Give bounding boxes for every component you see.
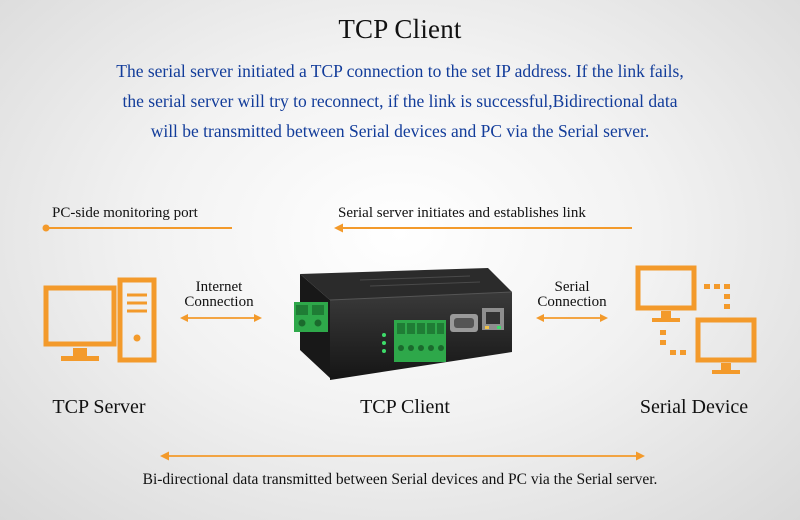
page-title: TCP Client [338, 14, 462, 44]
serial-connection-line-2: Connection [537, 294, 607, 310]
tcp-client-label: TCP Client [360, 396, 450, 418]
serial-device-label: Serial Device [639, 396, 749, 418]
description-line-1: The serial server initiated a TCP connec… [116, 61, 684, 81]
description-line-2: the serial server will try to reconnect,… [122, 91, 678, 111]
internet-connection-label: Internet Connection [170, 280, 268, 310]
serial-device-monitors-icon [635, 265, 757, 374]
serial-connection-arrow [536, 314, 608, 322]
serial-server-device-icon [294, 268, 513, 380]
serial-connection-line-1: Serial [554, 279, 590, 295]
internet-connection-line-2: Connection [184, 294, 254, 310]
pc-port-label: PC-side monitoring port [52, 205, 198, 221]
bottom-caption: Bi-directional data transmitted between … [142, 471, 658, 488]
serial-connection-label: Serial Connection [525, 280, 619, 310]
pc-tower-icon [43, 277, 157, 363]
link-label: Serial server initiates and establishes … [338, 205, 586, 221]
tcp-server-label: TCP Server [52, 396, 146, 418]
description-line-3: will be transmitted between Serial devic… [150, 121, 650, 141]
link-arrow [334, 223, 632, 233]
internet-connection-line-1: Internet [195, 279, 243, 295]
bottom-bidirectional-arrow [160, 451, 645, 461]
pc-port-line [42, 224, 232, 232]
internet-connection-arrow [180, 314, 262, 322]
